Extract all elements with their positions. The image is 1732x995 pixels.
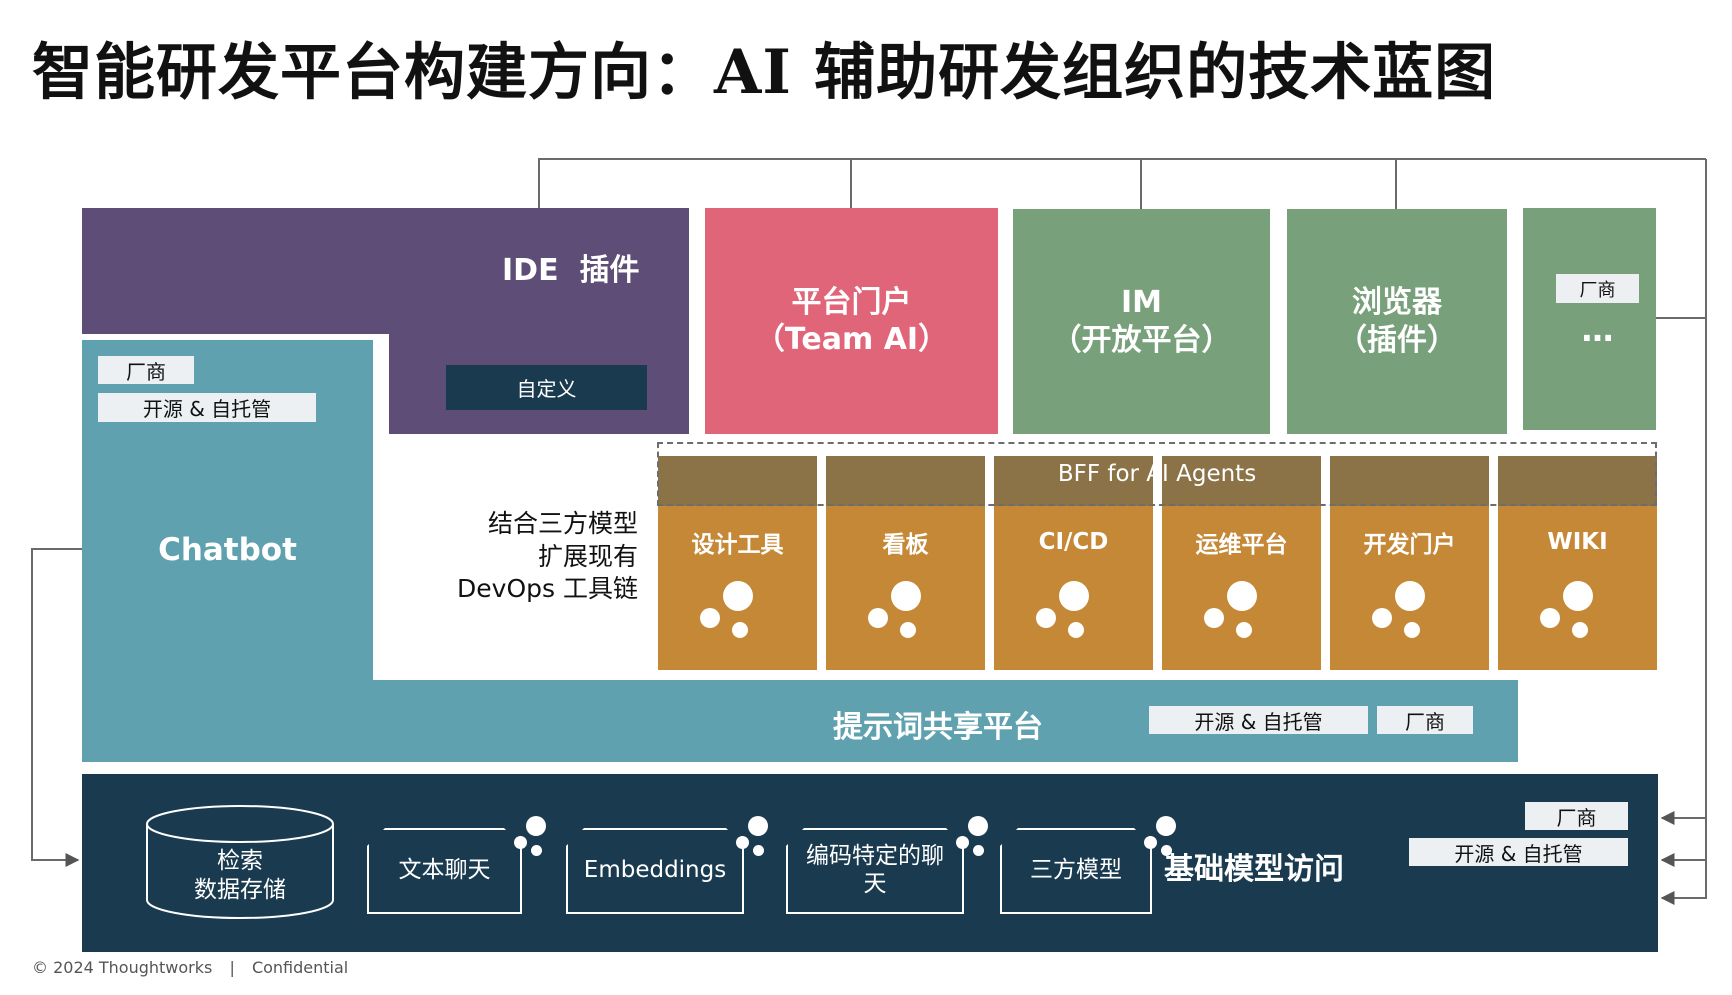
model-label: 编码特定的聊天	[806, 843, 944, 897]
browser-line2: （插件）	[1337, 322, 1457, 358]
tool-card: WIKI	[1498, 506, 1657, 670]
storage-line2: 数据存储	[194, 877, 286, 903]
footer-confidential: Confidential	[251, 958, 349, 977]
prompt-open-tag: 开源 & 自托管	[1149, 706, 1368, 734]
bubble-icon	[1156, 816, 1176, 836]
platform-portal-block: 平台门户 （Team AI）	[705, 208, 998, 434]
bubble-icon	[1059, 581, 1089, 611]
tool-card: 设计工具	[658, 506, 817, 670]
bubble-icon	[526, 816, 546, 836]
tool-label: 开发门户	[1363, 532, 1456, 558]
im-line2: （开放平台）	[1051, 322, 1232, 358]
bff-cell	[994, 456, 1153, 506]
model-box: 编码特定的聊天	[786, 828, 964, 914]
bubble-icon	[1227, 581, 1257, 611]
bff-dashed-frame	[657, 442, 1657, 506]
retrieval-storage-label: 检索 数据存储	[145, 846, 335, 906]
foundation-open-tag: 开源 & 自托管	[1409, 838, 1628, 866]
tool-label: 看板	[882, 532, 929, 558]
bubble-icon	[513, 835, 527, 849]
bubble-icon	[1540, 608, 1560, 628]
ide-plugin-label: IDE 插件	[502, 253, 640, 288]
footer-copyright: © 2024 Thoughtworks	[32, 958, 213, 977]
bubble-icon	[1068, 622, 1084, 638]
bubble-icon	[700, 608, 720, 628]
footer-separator: |	[229, 958, 235, 977]
tool-card: CI/CD	[994, 506, 1153, 670]
tool-card: 开发门户	[1330, 506, 1489, 670]
tool-label: 运维平台	[1195, 532, 1288, 558]
devops-line1: 结合三方模型	[487, 509, 638, 538]
chatbot-label: Chatbot	[158, 532, 297, 568]
page-title: 智能研发平台构建方向：AI 辅助研发组织的技术蓝图	[32, 37, 1497, 108]
im-line1: IM	[1120, 285, 1162, 320]
browser-block: 浏览器 （插件）	[1287, 209, 1507, 434]
bubble-icon	[1036, 608, 1056, 628]
tool-label: CI/CD	[1038, 529, 1109, 555]
more-ellipsis: …	[1581, 311, 1614, 349]
more-vendor-tag: 厂商	[1556, 274, 1639, 303]
storage-line1: 检索	[217, 848, 263, 875]
bff-cell	[826, 456, 985, 506]
retrieval-storage-cylinder	[146, 805, 334, 919]
footer: © 2024 Thoughtworks | Confidential	[32, 958, 348, 977]
model-box: 文本聊天	[367, 828, 522, 914]
bubble-icon	[900, 622, 916, 638]
more-block	[1523, 208, 1656, 430]
bubble-icon	[972, 844, 984, 856]
foundation-label: 基础模型访问	[1164, 852, 1344, 887]
model-box: Embeddings	[566, 828, 744, 914]
prompt-platform-label: 提示词共享平台	[833, 710, 1043, 745]
foundation-vendor-tag: 厂商	[1525, 802, 1628, 830]
model-box: 三方模型	[1000, 828, 1152, 914]
bubble-icon	[1204, 608, 1224, 628]
prompt-vendor-tag: 厂商	[1377, 706, 1473, 734]
bff-cell	[1330, 456, 1489, 506]
bubble-icon	[748, 816, 768, 836]
bubble-icon	[1404, 622, 1420, 638]
bubble-icon	[1572, 622, 1588, 638]
devops-line2: 扩展现有	[537, 541, 638, 571]
bubble-icon	[868, 608, 888, 628]
platform-portal-line1: 平台门户	[791, 284, 912, 320]
chatbot-open-tag: 开源 & 自托管	[98, 393, 316, 422]
bubble-icon	[732, 622, 748, 638]
bubble-icon	[1372, 608, 1392, 628]
devops-description: 结合三方模型 扩展现有 DevOps 工具链	[420, 508, 638, 606]
bubble-icon	[1160, 844, 1172, 856]
bubble-icon	[955, 835, 969, 849]
chatbot-vendor-tag: 厂商	[98, 356, 194, 384]
im-block: IM （开放平台）	[1013, 209, 1270, 434]
devops-line3: DevOps 工具链	[457, 574, 638, 603]
bff-cell	[658, 456, 817, 506]
tool-label: 设计工具	[691, 532, 784, 558]
bff-cell	[1498, 456, 1657, 506]
browser-line1: 浏览器	[1352, 285, 1442, 320]
model-label: 三方模型	[1030, 857, 1122, 884]
ide-plugin-block	[82, 208, 689, 334]
bubble-icon	[530, 844, 542, 856]
bubble-icon	[1236, 622, 1252, 638]
bff-cell	[1162, 456, 1321, 506]
bubble-icon	[1395, 581, 1425, 611]
tool-card: 运维平台	[1162, 506, 1321, 670]
model-label: 文本聊天	[398, 857, 491, 884]
platform-portal-line2: （Team AI）	[754, 322, 949, 357]
ide-custom-tag: 自定义	[446, 365, 647, 410]
bubble-icon	[735, 835, 749, 849]
bubble-icon	[1563, 581, 1593, 611]
tool-card: 看板	[826, 506, 985, 670]
bubble-icon	[752, 844, 764, 856]
tool-label: WIKI	[1547, 529, 1608, 555]
bubble-icon	[1143, 835, 1157, 849]
bubble-icon	[723, 581, 753, 611]
bff-label: BFF for AI Agents	[1057, 461, 1257, 487]
bubble-icon	[891, 581, 921, 611]
bubble-icon	[968, 816, 988, 836]
model-label: Embeddings	[583, 857, 727, 884]
